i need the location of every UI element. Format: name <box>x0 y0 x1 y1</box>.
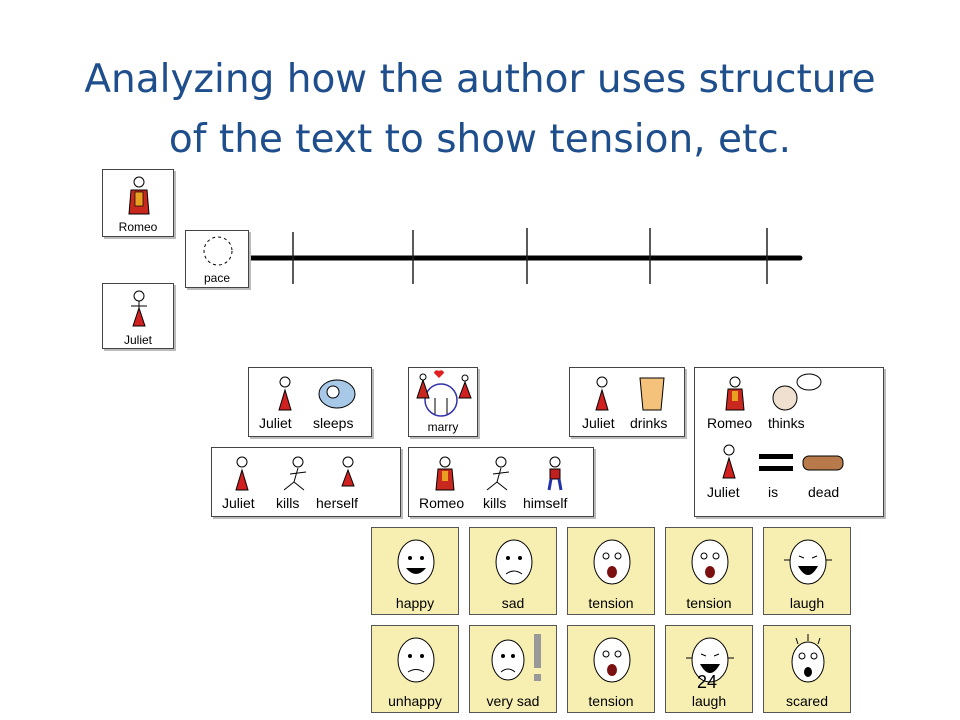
happy-face-icon <box>397 539 435 585</box>
romeo-card: Romeo <box>102 169 174 237</box>
word-thinks: thinks <box>768 415 805 431</box>
emotion-label: tension <box>588 595 634 611</box>
scared-face-icon <box>791 634 825 683</box>
word-dead: dead <box>808 484 840 500</box>
laugh-face-icon <box>686 637 734 683</box>
emotion-card-tension: tension <box>567 625 655 713</box>
emotion-card-happy: happy <box>371 527 459 615</box>
word-kills: kills <box>276 495 300 511</box>
emotion-label: tension <box>588 693 634 709</box>
drink-cup-icon <box>639 377 665 411</box>
marry-label: marry <box>427 420 459 434</box>
event-romeo-kills-himself: Romeo kills himself <box>408 447 594 517</box>
juliet-figure-icon <box>278 376 292 411</box>
sad-face-icon <box>495 539 533 585</box>
word-juliet: Juliet <box>222 495 255 511</box>
word-kills: kills <box>483 495 507 511</box>
emotion-card-scared: scared <box>763 625 851 713</box>
laugh-face-icon <box>784 539 832 585</box>
romeo-figure-icon <box>128 176 150 215</box>
pace-label: pace <box>203 271 231 285</box>
juliet-figure-icon <box>595 376 609 411</box>
emotion-card-laugh: laugh <box>763 527 851 615</box>
emotion-card-laugh: laugh <box>665 625 753 713</box>
juliet-figure-icon <box>235 456 249 491</box>
word-romeo: Romeo <box>419 495 465 511</box>
marry-icon <box>416 370 472 417</box>
unhappy-face-icon <box>397 637 435 683</box>
page-number: 24 <box>697 672 718 692</box>
kills-icon <box>283 456 307 491</box>
emotion-label: laugh <box>789 595 825 611</box>
dead-icon <box>802 455 844 471</box>
romeo-figure-icon <box>725 376 745 411</box>
word-herself: herself <box>316 495 359 511</box>
kills-icon <box>486 456 510 491</box>
emotion-label: tension <box>686 595 732 611</box>
romeo-label: Romeo <box>118 220 158 234</box>
very-sad-face-icon <box>491 634 541 681</box>
romeo-figure-icon <box>435 456 455 491</box>
tension-face-icon <box>593 637 631 683</box>
title-line-2: of the text to show tension, etc. <box>168 117 792 162</box>
event-romeo-thinks: Romeo thinks Juliet is dead <box>694 367 884 517</box>
emotion-label: very sad <box>486 693 540 709</box>
word-himself: himself <box>523 495 568 511</box>
word-is: is <box>768 484 779 500</box>
juliet-figure-icon <box>722 444 736 479</box>
event-juliet-drinks: Juliet drinks <box>569 367 685 437</box>
emotion-label: scared <box>785 693 829 709</box>
emotion-card-very-sad: very sad <box>469 625 557 713</box>
emotion-card-unhappy: unhappy <box>371 625 459 713</box>
thinking-head-icon <box>772 373 822 411</box>
equals-icon <box>759 454 793 471</box>
slide-title: Analyzing how the author uses structure … <box>0 50 960 170</box>
emotion-card-tension: tension <box>567 527 655 615</box>
tension-face-icon <box>593 539 631 585</box>
pace-clock-icon <box>203 236 233 266</box>
event-marry: marry <box>408 367 478 437</box>
word-romeo: Romeo <box>707 415 753 431</box>
juliet-label: Juliet <box>123 333 152 347</box>
tension-face-icon <box>691 539 729 585</box>
sleeping-icon <box>318 379 356 409</box>
event-juliet-sleeps: Juliet sleeps <box>248 367 372 437</box>
juliet-card: Juliet <box>102 283 174 349</box>
emotion-label: sad <box>501 595 525 611</box>
emotion-card-sad: sad <box>469 527 557 615</box>
title-line-1: Analyzing how the author uses structure <box>84 57 876 102</box>
emotion-label: unhappy <box>388 693 442 709</box>
pace-card: pace <box>185 230 249 288</box>
word-juliet: Juliet <box>259 415 292 431</box>
emotion-card-tension: tension <box>665 527 753 615</box>
word-juliet: Juliet <box>707 484 740 500</box>
word-drinks: drinks <box>630 415 668 431</box>
juliet-figure-icon <box>131 290 147 327</box>
word-sleeps: sleeps <box>313 415 354 431</box>
event-juliet-kills-herself: Juliet kills herself <box>211 447 401 517</box>
herself-icon <box>341 456 355 487</box>
emotion-label: laugh <box>691 693 727 709</box>
word-juliet: Juliet <box>582 415 615 431</box>
himself-icon <box>547 456 563 491</box>
emotion-label: happy <box>395 595 435 611</box>
